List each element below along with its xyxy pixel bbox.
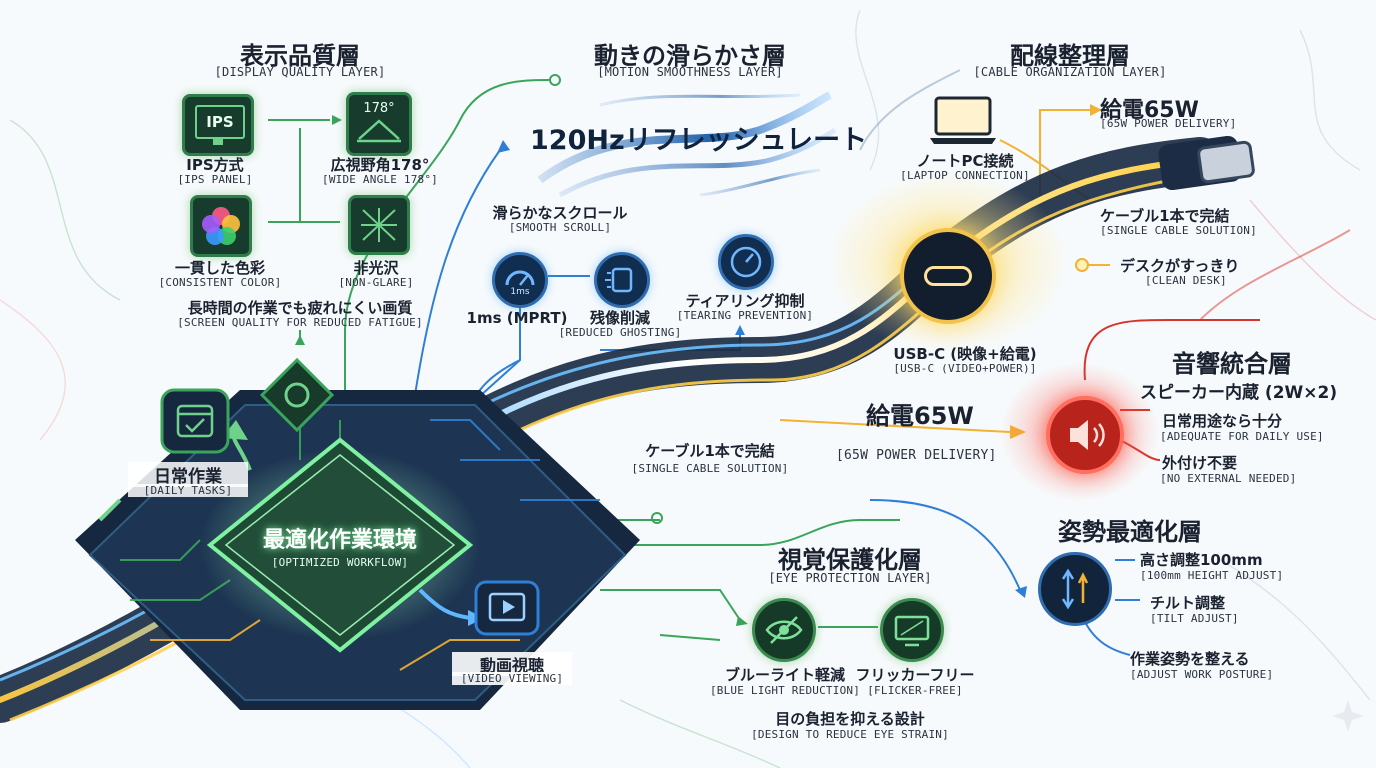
height-adjust-label: 高さ調整100mm xyxy=(1140,551,1263,569)
calendar-icon xyxy=(160,388,230,454)
built-in-speaker-label: スピーカー内蔵 (2W×2) xyxy=(1140,383,1338,403)
wide-angle-label: 広視野角178° xyxy=(330,156,430,174)
laptop-icon xyxy=(928,94,998,146)
tearing-prevention-label-en: [TEARING PREVENTION] xyxy=(676,309,814,322)
non-glare-label: 非光沢 xyxy=(353,259,399,277)
usb-c-label: USB-C (映像+給電) xyxy=(893,345,1037,363)
daily-tasks-label: 日常作業 xyxy=(128,462,248,487)
non-glare-icon xyxy=(348,195,410,255)
ips-panel-icon: IPS xyxy=(182,94,254,156)
single-cable-center-label: ケーブル1本で完結 xyxy=(645,442,775,460)
single-cable-label: ケーブル1本で完結 xyxy=(1100,207,1230,225)
display-connectors xyxy=(268,115,342,345)
video-viewing-label-en: [VIDEO VIEWING] xyxy=(452,672,572,685)
color-palette-icon xyxy=(190,195,252,257)
blue-light-label-en: [BLUE LIGHT REDUCTION] xyxy=(709,684,861,697)
power-center-label-en: [65W POWER DELIVERY] xyxy=(836,448,997,463)
angle-icon-text: 178° xyxy=(363,101,395,116)
display-summary-label-en: [SCREEN QUALITY FOR REDUCED FATIGUE] xyxy=(177,316,423,329)
tilt-adjust-label-en: [TILT ADJUST] xyxy=(1150,612,1239,625)
display-summary-label: 長時間の作業でも疲れにくい画質 xyxy=(187,299,413,317)
blue-light-icon xyxy=(752,598,816,662)
power-delivery-label: 給電65W xyxy=(1100,98,1199,123)
height-adjust-label-en: [100mm HEIGHT ADJUST] xyxy=(1140,569,1284,582)
wide-angle-label-en: [WIDE ANGLE 178°] xyxy=(322,173,438,186)
clean-desk-label: デスクがすっきり xyxy=(1120,257,1240,275)
reduced-ghosting-label-en: [REDUCED GHOSTING] xyxy=(558,326,682,339)
no-external-label: 外付け不要 xyxy=(1162,454,1238,472)
power-center-label: 給電65W xyxy=(866,402,974,430)
laptop-connection-label: ノートPC接続 xyxy=(916,152,1014,170)
clean-desk-label-en: [CLEAN DESK] xyxy=(1145,274,1227,287)
smooth-scroll-label-en: [SMOOTH SCROLL] xyxy=(508,221,612,234)
single-cable-center-label-en: [SINGLE CABLE SOLUTION] xyxy=(631,462,789,475)
flicker-free-label: フリッカーフリー xyxy=(855,666,975,684)
single-cable-label-en: [SINGLE CABLE SOLUTION] xyxy=(1100,224,1257,237)
eye-layer-title: 視覚保護化層 xyxy=(778,546,922,574)
consistent-color-label-en: [CONSISTENT COLOR] xyxy=(158,276,282,289)
eye-layer-subtitle: [EYE PROTECTION LAYER] xyxy=(768,571,932,585)
eye-strain-label-en: [DESIGN TO REDUCE EYE STRAIN] xyxy=(751,728,949,741)
consistent-color-label: 一貫した色彩 xyxy=(174,259,265,277)
motion-layer-subtitle: [MOTION SMOOTHNESS LAYER] xyxy=(597,65,783,79)
daily-use-label: 日常用途なら十分 xyxy=(1162,412,1283,430)
reduced-ghosting-icon xyxy=(594,252,650,308)
usb-c-label-en: [USB-C (VIDEO+POWER)] xyxy=(893,362,1037,375)
ips-icon-text: IPS xyxy=(195,105,245,139)
hub-title: 最適化作業環境 xyxy=(262,528,417,553)
cable-layer-subtitle: [CABLE ORGANIZATION LAYER] xyxy=(973,65,1167,79)
mprt-icon-text: 1ms xyxy=(510,287,530,297)
hub-subtitle: [OPTIMIZED WORKFLOW] xyxy=(271,556,409,569)
adjust-posture-label-en: [ADJUST WORK POSTURE] xyxy=(1130,668,1274,681)
hub-top-icon xyxy=(259,357,335,433)
sparkle-icon xyxy=(1332,700,1364,732)
blue-light-label: ブルーライト軽減 xyxy=(724,666,845,684)
refresh-rate-label: 120Hzリフレッシュレート xyxy=(530,125,868,156)
usb-c-port-icon xyxy=(900,228,996,324)
motion-layer-title: 動きの滑らかさ層 xyxy=(594,42,786,70)
display-layer-title: 表示品質層 xyxy=(240,42,360,70)
cable-layer-title: 配線整理層 xyxy=(1010,42,1130,70)
speaker-icon xyxy=(1046,396,1124,474)
smooth-scroll-label: 滑らかなスクロール xyxy=(492,204,628,222)
no-external-label-en: [NO EXTERNAL NEEDED] xyxy=(1160,472,1297,485)
tearing-prevention-icon xyxy=(718,234,774,290)
video-icon xyxy=(474,580,540,636)
height-adjust-icon xyxy=(1038,552,1112,626)
posture-layer-title: 姿勢最適化層 xyxy=(1058,518,1202,546)
eye-divider xyxy=(818,626,878,628)
adjust-posture-label: 作業姿勢を整える xyxy=(1130,650,1250,668)
power-delivery-label-en: [65W POWER DELIVERY] xyxy=(1100,117,1237,130)
speedometer-icon: 1ms xyxy=(492,252,548,308)
reduced-ghosting-label: 残像削減 xyxy=(589,309,650,327)
non-glare-label-en: [NON-GLARE] xyxy=(338,276,414,289)
daily-tasks-label-en: [DAILY TASKS] xyxy=(128,484,248,497)
daily-use-label-en: [ADEQUATE FOR DAILY USE] xyxy=(1160,430,1324,443)
tilt-adjust-label: チルト調整 xyxy=(1150,594,1226,612)
usb-c-plug xyxy=(1158,135,1255,191)
mprt-label: 1ms (MPRT) xyxy=(466,309,568,327)
audio-layer-title: 音響統合層 xyxy=(1172,350,1292,378)
laptop-connection-label-en: [LAPTOP CONNECTION] xyxy=(900,169,1030,182)
eye-strain-label: 目の負担を抑える設計 xyxy=(775,710,925,728)
ips-label: IPS方式 xyxy=(186,156,244,174)
motion-wave xyxy=(537,91,837,198)
tearing-prevention-label: ティアリング抑制 xyxy=(685,292,805,310)
ips-label-en: [IPS PANEL] xyxy=(177,173,253,186)
flicker-free-icon xyxy=(880,598,944,662)
display-layer-subtitle: [DISPLAY QUALITY LAYER] xyxy=(214,65,386,79)
flicker-free-label-en: [FLICKER-FREE] xyxy=(867,684,963,697)
wide-angle-icon: 178° xyxy=(346,92,412,156)
